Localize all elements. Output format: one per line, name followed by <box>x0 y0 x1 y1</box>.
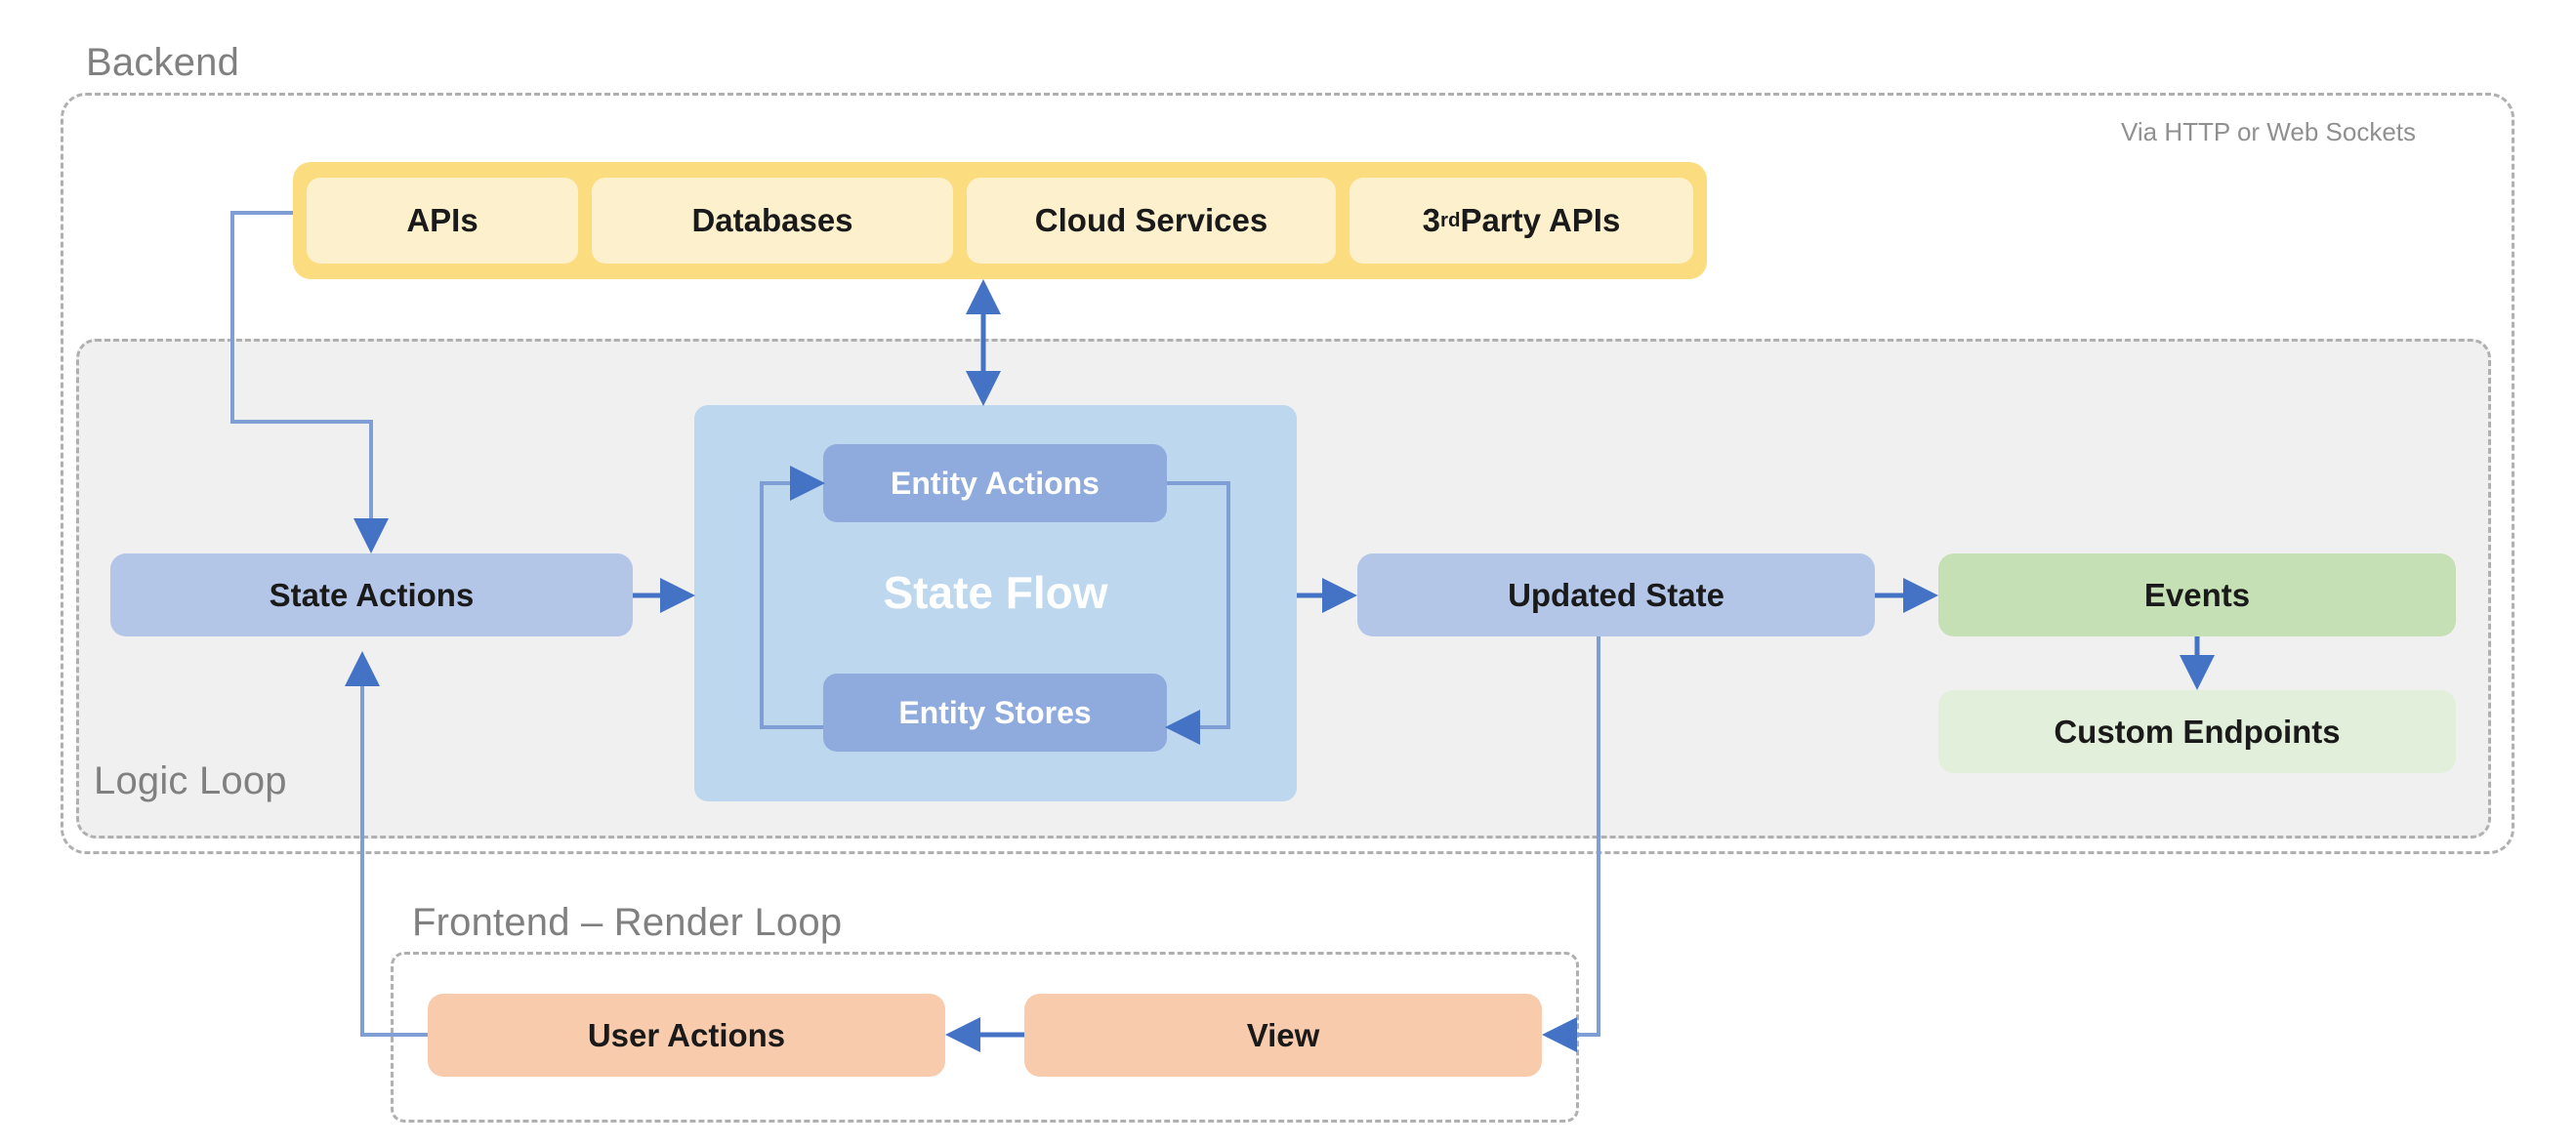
logic-loop-region-label: Logic Loop <box>94 759 287 802</box>
node-updated-state[interactable]: Updated State <box>1357 553 1875 636</box>
backend-region <box>61 93 2514 854</box>
service-box-databases[interactable]: Databases <box>592 178 953 264</box>
frontend-region-label: Frontend – Render Loop <box>402 901 852 945</box>
service-box-apis[interactable]: APIs <box>307 178 578 264</box>
node-events[interactable]: Events <box>1938 553 2456 636</box>
frontend-region <box>391 952 1579 1123</box>
node-user-actions[interactable]: User Actions <box>428 994 945 1077</box>
node-custom-endpoints[interactable]: Custom Endpoints <box>1938 690 2456 773</box>
state-flow-container[interactable]: State Flow Entity Actions Entity Stores <box>694 405 1297 801</box>
third-party-base: 3 <box>1422 202 1441 239</box>
node-state-actions[interactable]: State Actions <box>110 553 633 636</box>
node-view[interactable]: View <box>1024 994 1542 1077</box>
http-transport-note: Via HTTP or Web Sockets <box>2121 117 2417 146</box>
service-box-cloud-services[interactable]: Cloud Services <box>967 178 1336 264</box>
node-entity-stores[interactable]: Entity Stores <box>823 674 1167 752</box>
state-flow-title: State Flow <box>883 567 1108 618</box>
backend-region-label: Backend <box>76 41 250 85</box>
third-party-rest: Party APIs <box>1460 202 1621 239</box>
node-entity-actions[interactable]: Entity Actions <box>823 444 1167 522</box>
